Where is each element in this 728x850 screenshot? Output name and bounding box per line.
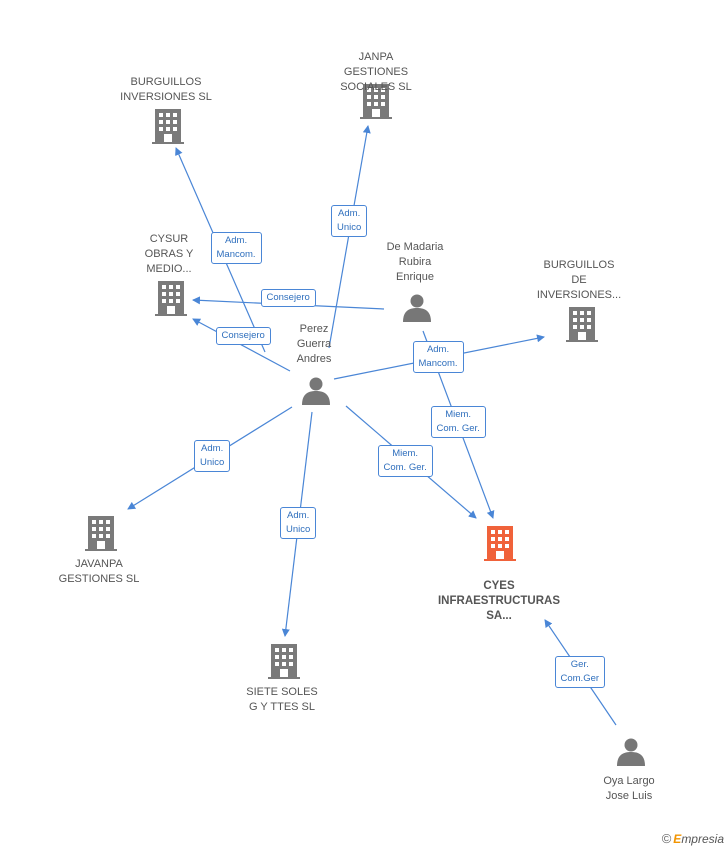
node-label-de_madaria[interactable]: De Madaria Rubira Enrique [386, 241, 444, 283]
brand-name: mpresia [681, 832, 724, 846]
person-icon-oya[interactable] [617, 738, 645, 767]
edge-label-de_madaria-to-cyes[interactable]: Miem. Com. Ger. [430, 406, 486, 438]
building-icon-cysur[interactable] [155, 281, 187, 316]
edge-label-perez-to-siete[interactable]: Adm. Unico [280, 507, 317, 539]
node-label-janpa[interactable]: JANPA GESTIONES SOCIALES SL [340, 51, 412, 93]
edge-label-perez-to-janpa[interactable]: Adm. Unico [331, 205, 368, 237]
building-icon-burguillos_de_inv[interactable] [566, 307, 598, 342]
node-label-siete[interactable]: SIETE SOLES G Y TTES SL [246, 686, 318, 713]
edge-label-perez-to-burguillos_inv[interactable]: Adm. Mancom. [210, 232, 262, 264]
empresia-brand[interactable]: ©Empresia [662, 831, 724, 846]
node-label-javanpa[interactable]: JAVANPA GESTIONES SL [58, 558, 140, 585]
edge-perez-to-cysur [192, 318, 291, 372]
person-icon-de_madaria[interactable] [403, 294, 431, 323]
node-label-burguillos_de_inv[interactable]: BURGUILLOS DE INVERSIONES... [536, 259, 622, 301]
copyright-symbol: © [661, 831, 672, 846]
edge-label-de_madaria-to-cysur[interactable]: Consejero [260, 289, 316, 307]
node-label-cyes[interactable]: CYES INFRAESTRUCTURAS SA... [437, 580, 561, 622]
node-label-perez[interactable]: Perez Guerra Andres [296, 323, 332, 365]
edge-label-perez-to-cysur[interactable]: Consejero [215, 327, 271, 345]
building-icon-cyes[interactable] [484, 526, 516, 561]
node-label-cysur[interactable]: CYSUR OBRAS Y MEDIO... [144, 233, 194, 275]
brand-initial: E [673, 832, 682, 846]
building-icon-javanpa[interactable] [85, 516, 117, 551]
node-label-oya[interactable]: Oya Largo Jose Luis [603, 775, 655, 802]
edges-layer [127, 125, 617, 726]
edge-label-perez-to-burguillos_de_inv[interactable]: Adm. Mancom. [412, 341, 464, 373]
node-label-burguillos_inv[interactable]: BURGUILLOS INVERSIONES SL [120, 76, 212, 103]
building-icon-burguillos_inv[interactable] [152, 109, 184, 144]
edge-label-perez-to-javanpa[interactable]: Adm. Unico [194, 440, 231, 472]
edge-label-oya-to-cyes[interactable]: Ger. Com.Ger [554, 656, 606, 688]
building-icon-siete[interactable] [268, 644, 300, 679]
edge-perez-to-janpa [328, 125, 371, 349]
edge-label-perez-to-cyes[interactable]: Miem. Com. Ger. [377, 445, 433, 477]
person-icon-perez[interactable] [302, 377, 330, 406]
